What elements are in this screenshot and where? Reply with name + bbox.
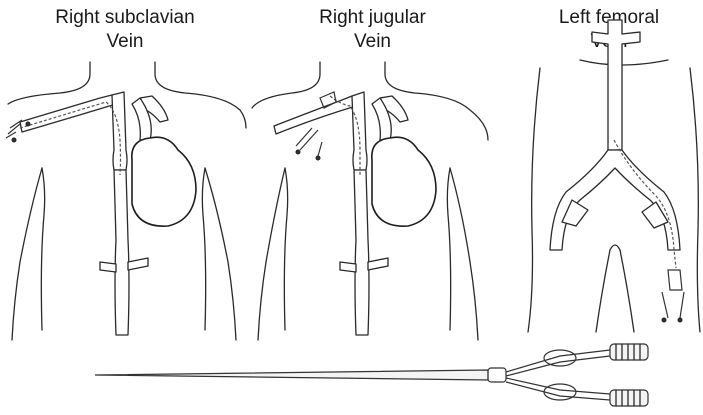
heart-subclavian — [132, 137, 196, 226]
catheter-lumen-upper — [506, 350, 610, 372]
hub-jugular — [296, 92, 336, 160]
hub-femoral — [662, 270, 684, 322]
catheter-subclavian — [20, 102, 121, 175]
catheter-shaft — [95, 370, 488, 380]
catheter-connector — [488, 368, 506, 382]
heart-jugular — [372, 137, 436, 226]
veins-femoral — [550, 20, 680, 250]
torso-jugular — [252, 62, 488, 340]
catheter-clamp-upper — [544, 350, 576, 366]
catheter-clamp-lower — [544, 384, 576, 400]
catheter-device — [95, 344, 648, 406]
